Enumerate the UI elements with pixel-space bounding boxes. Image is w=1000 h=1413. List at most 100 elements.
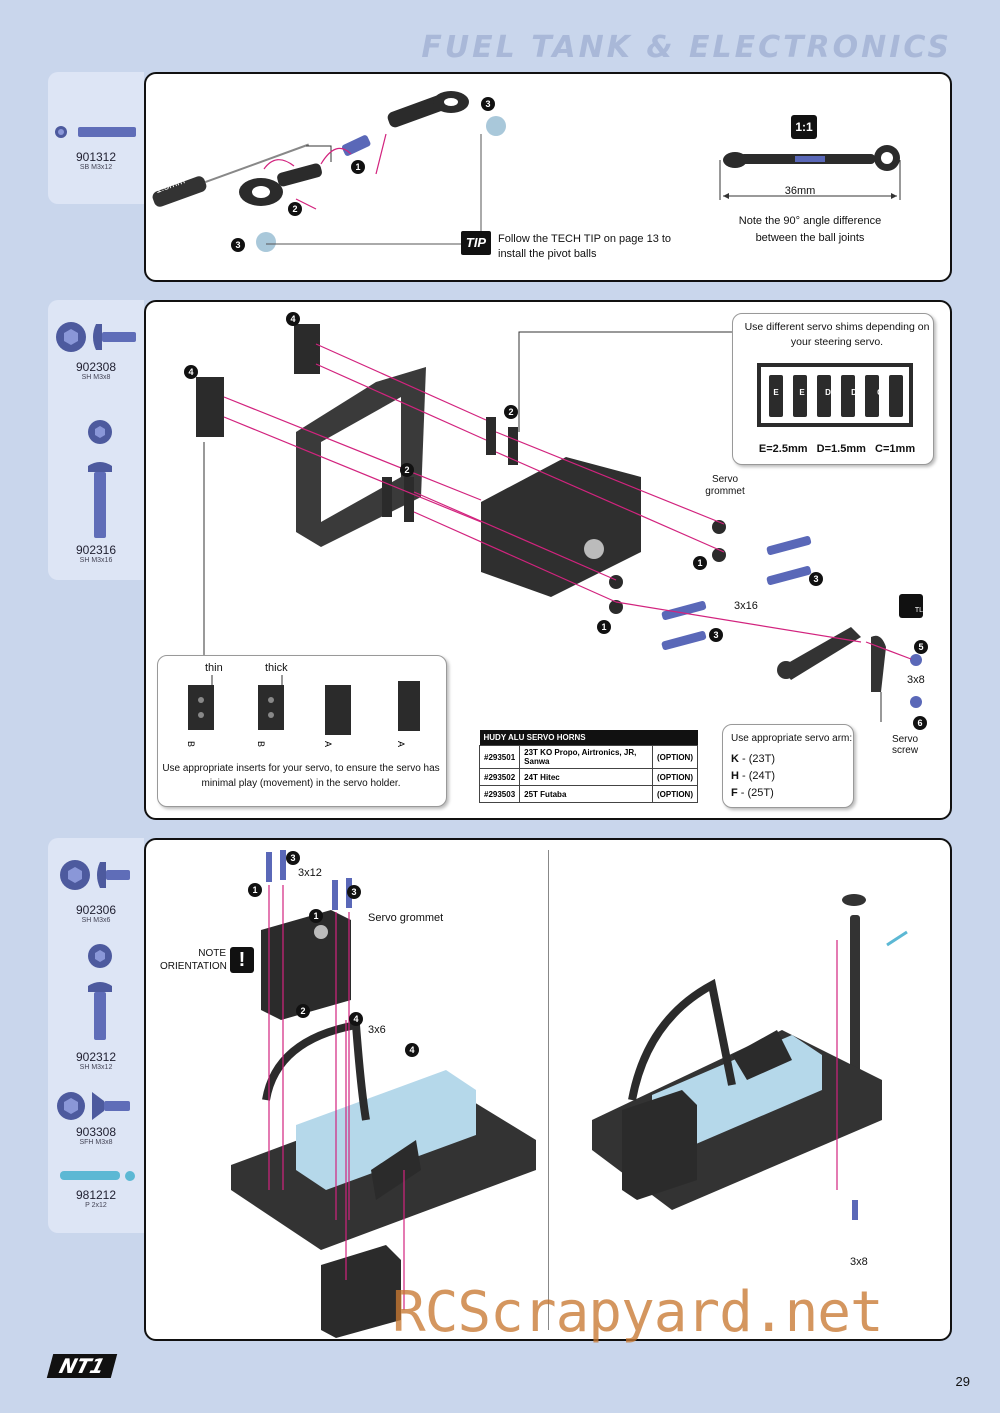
shim-sprue-diagram — [757, 363, 913, 427]
page-number: 29 — [955, 1374, 970, 1389]
step-1-badge-p3b: 1 — [309, 909, 323, 923]
insert-label-b1: B — [186, 740, 197, 748]
panel-divider — [548, 850, 549, 1330]
step-2-badge-p2b: 2 — [400, 463, 414, 477]
step-3-badge: 3 — [481, 97, 495, 111]
insert-label-b2: B — [256, 740, 267, 748]
step-3-badge-p2a: 3 — [809, 572, 823, 586]
page-title: FUEL TANK & ELECTRONICS — [421, 30, 952, 65]
insert-thick-label: thick — [265, 662, 288, 674]
horn-option: (OPTION) — [652, 785, 698, 803]
servo-mount-exploded-diagram — [231, 850, 536, 1338]
step-3-badge-p3a: 3 — [286, 851, 300, 865]
pin-p2x12-icon — [60, 1171, 135, 1181]
size-3x12-label: 3x12 — [298, 867, 322, 879]
insert-label-a1: A — [323, 740, 334, 748]
shim-letters: E E D D C C — [769, 388, 913, 397]
threadlock-icon: TL — [899, 594, 923, 618]
shim-letter: D — [851, 388, 857, 397]
step-3-badge-p2b: 3 — [709, 628, 723, 642]
step-1-badge-p3a: 1 — [248, 883, 262, 897]
screw-sh-m3x12-icon — [88, 944, 112, 1040]
horn-name: 23T KO Propo, Airtronics, JR, Sanwa — [519, 745, 653, 769]
servo-arm-title: Use appropriate servo arm: — [731, 733, 853, 744]
scale-badge: 1:1 — [791, 115, 817, 139]
step-2-badge-p2a: 2 — [504, 405, 518, 419]
horn-option: (OPTION) — [652, 745, 698, 769]
insert-options-diagram — [188, 675, 420, 735]
step-4-badge: 4 — [286, 312, 300, 326]
part-code: 901312 — [75, 150, 117, 164]
watermark: RCScrapyard.net — [392, 1280, 884, 1345]
length-dimension: 36mm — [784, 185, 816, 197]
step-4-badge-p3b: 4 — [405, 1043, 419, 1057]
screw-sfh-m3x8-icon — [57, 1092, 130, 1120]
shim-sizes: E=2.5mm D=1.5mm C=1mm — [758, 443, 916, 455]
shim-letter: D — [825, 388, 831, 397]
brand-logo: NT1 — [46, 1354, 118, 1378]
horn-name: 25T Futaba — [519, 785, 653, 803]
insert-labels: B B A A — [180, 739, 430, 753]
horn-code: #293502 — [478, 768, 521, 786]
step-4-badge-b: 4 — [184, 365, 198, 379]
size-3x16-label: 3x16 — [734, 600, 758, 612]
part-desc: SB M3x12 — [79, 164, 113, 171]
horn-code: #293501 — [478, 745, 521, 769]
size-3x6-label: 3x6 — [368, 1024, 386, 1036]
insert-label-a2: A — [396, 740, 407, 748]
insert-thin-label: thin — [205, 662, 223, 674]
servo-holder-exploded-diagram — [196, 324, 922, 722]
step-5-badge: 5 — [914, 640, 928, 654]
ball-joint-diagram: 1.5mm — [152, 91, 506, 252]
servo-arm-callout — [722, 724, 854, 808]
size-3x8-label: 3x8 — [907, 674, 925, 686]
horns-table-title: HUDY ALU SERVO HORNS — [479, 730, 698, 746]
shim-letter: E — [773, 388, 779, 397]
step-1-badge: 1 — [351, 160, 365, 174]
step-2-badge: 2 — [288, 202, 302, 216]
step-6-badge: 6 — [913, 716, 927, 730]
shim-letter: E — [799, 388, 805, 397]
servo-grommet-label-p3: Servo grommet — [368, 912, 444, 924]
horn-code: #293503 — [478, 785, 521, 803]
horn-option: (OPTION) — [652, 768, 698, 786]
step-4-badge-p3a: 4 — [349, 1012, 363, 1026]
screw-sh-m3x16-icon — [88, 420, 112, 538]
servo-arm-list: K - (23T) H - (24T) F - (25T) — [731, 753, 776, 799]
shim-letter: C — [903, 388, 909, 397]
screw-sh-m3x8-icon — [56, 322, 136, 352]
step-3-badge-p3b: 3 — [347, 885, 361, 899]
screw-sh-m3x6-icon — [60, 860, 130, 890]
screw-sb-m3x12-icon — [55, 126, 136, 138]
step-1-badge-p2b: 1 — [597, 620, 611, 634]
insert-note: Use appropriate inserts for your servo, … — [162, 763, 440, 789]
tech-tip-badge: TIP — [461, 231, 491, 255]
warning-icon: ! — [230, 947, 254, 973]
assembled-link-1to1 — [719, 145, 901, 200]
step-1-badge-p2a: 1 — [693, 556, 707, 570]
servo-mount-assembled-diagram — [592, 894, 908, 1220]
parts-sidebar-1 — [48, 72, 144, 204]
shim-letter: C — [877, 388, 883, 397]
step-3-badge-b: 3 — [231, 238, 245, 252]
step-2-badge-p3: 2 — [296, 1004, 310, 1018]
size-3x8-label-p3: 3x8 — [850, 1256, 868, 1268]
horn-name: 24T Hitec — [519, 768, 653, 786]
